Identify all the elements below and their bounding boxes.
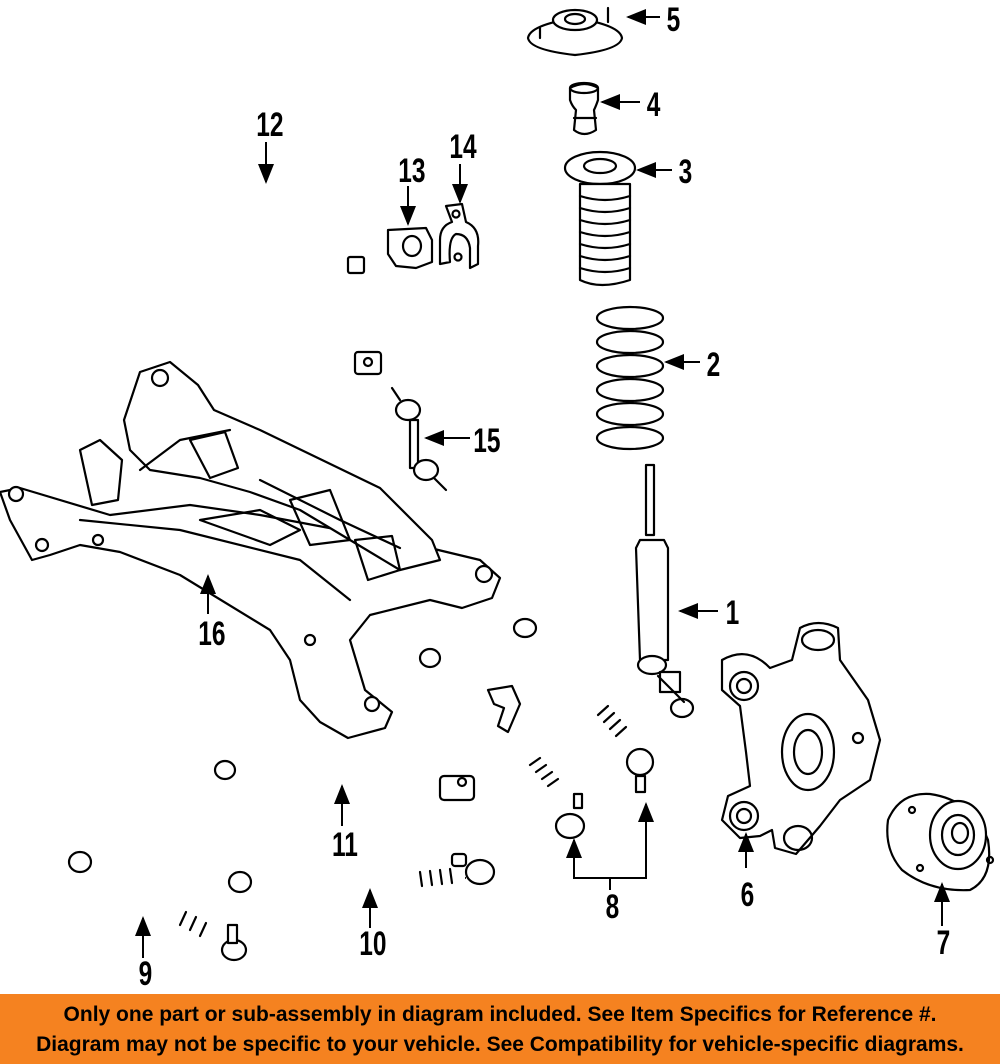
callout-6: 6	[741, 876, 755, 914]
callout-10: 10	[359, 925, 386, 963]
dust-boot-part	[563, 150, 637, 287]
callout-15: 15	[473, 422, 500, 460]
adjustable-link-part	[227, 852, 496, 894]
bump-stop-part	[568, 81, 600, 136]
suspension-parts-diagram: 1 2 3 4 5 6 7 8 9 10 11 12 13 14 15 16	[0, 1, 995, 993]
callout-7: 7	[937, 924, 951, 962]
rear-subframe-part	[0, 360, 502, 740]
callout-4: 4	[647, 86, 661, 124]
callout-leaders	[135, 9, 950, 958]
coil-spring-part	[595, 305, 665, 451]
strut-mount-part	[526, 6, 624, 57]
stabilizer-link-part	[390, 386, 448, 492]
control-arms-part	[418, 617, 655, 840]
stabilizer-bar-part	[125, 89, 405, 376]
lateral-link-part	[213, 759, 476, 802]
callout-1: 1	[726, 594, 740, 632]
shock-absorber-part	[634, 463, 695, 719]
stabilizer-bushing-part	[386, 226, 434, 270]
bushing-bracket-part	[438, 202, 480, 270]
callout-12: 12	[256, 106, 283, 144]
toe-link-part	[67, 850, 248, 962]
callout-3: 3	[679, 153, 693, 191]
callout-13: 13	[398, 152, 425, 190]
callout-11: 11	[332, 826, 358, 864]
callout-8: 8	[606, 888, 620, 926]
callout-2: 2	[707, 346, 721, 384]
knuckle-part	[720, 621, 882, 856]
callout-5: 5	[667, 1, 681, 39]
callout-14: 14	[449, 128, 477, 166]
disclaimer-line-1: Only one part or sub-assembly in diagram…	[63, 1003, 937, 1026]
callout-16: 16	[198, 615, 225, 653]
disclaimer-line-2: Diagram may not be specific to your vehi…	[36, 1033, 964, 1056]
callout-9: 9	[139, 955, 153, 993]
hub-bearing-part	[886, 792, 995, 892]
disclaimer-banner: Only one part or sub-assembly in diagram…	[0, 994, 1000, 1064]
